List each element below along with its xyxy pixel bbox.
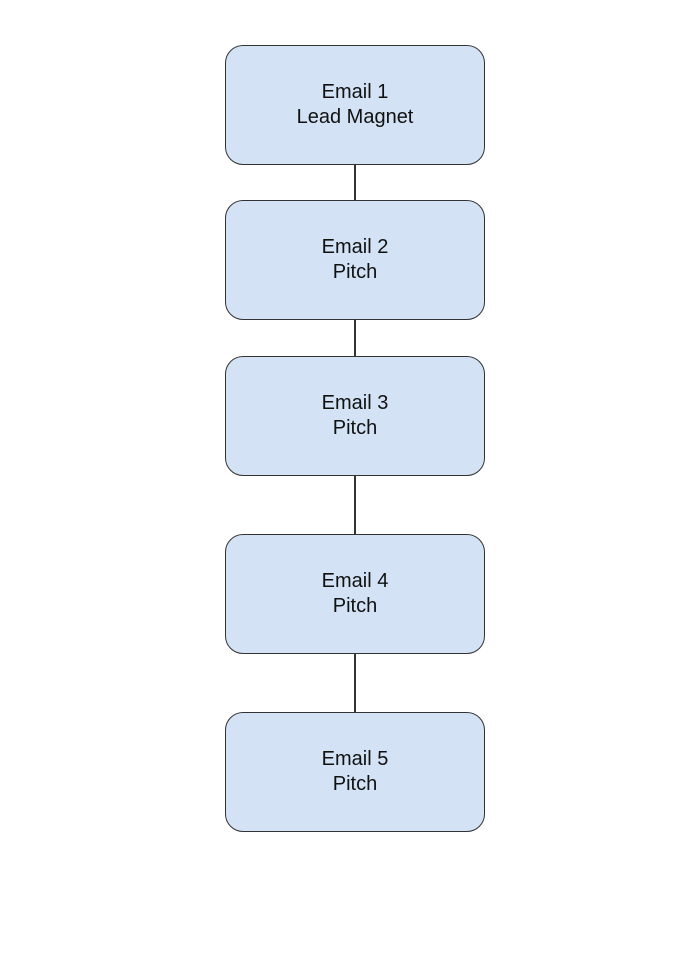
email-4-subtitle: Pitch bbox=[332, 595, 378, 617]
email-1-subtitle: Lead Magnet bbox=[296, 106, 414, 128]
connector-3-4 bbox=[354, 476, 356, 534]
email-4-node: Email 4 Pitch bbox=[225, 534, 485, 654]
email-2-subtitle: Pitch bbox=[332, 261, 378, 283]
email-3-title: Email 3 bbox=[321, 392, 389, 414]
email-1-title: Email 1 bbox=[321, 81, 389, 103]
connector-2-3 bbox=[354, 320, 356, 356]
connector-4-5 bbox=[354, 654, 356, 712]
email-3-node: Email 3 Pitch bbox=[225, 356, 485, 476]
email-1-node: Email 1 Lead Magnet bbox=[225, 45, 485, 165]
email-5-node: Email 5 Pitch bbox=[225, 712, 485, 832]
email-2-title: Email 2 bbox=[321, 236, 389, 258]
connector-1-2 bbox=[354, 165, 356, 200]
email-3-subtitle: Pitch bbox=[332, 417, 378, 439]
email-2-node: Email 2 Pitch bbox=[225, 200, 485, 320]
email-5-subtitle: Pitch bbox=[332, 773, 378, 795]
email-5-title: Email 5 bbox=[321, 748, 389, 770]
email-4-title: Email 4 bbox=[321, 570, 389, 592]
